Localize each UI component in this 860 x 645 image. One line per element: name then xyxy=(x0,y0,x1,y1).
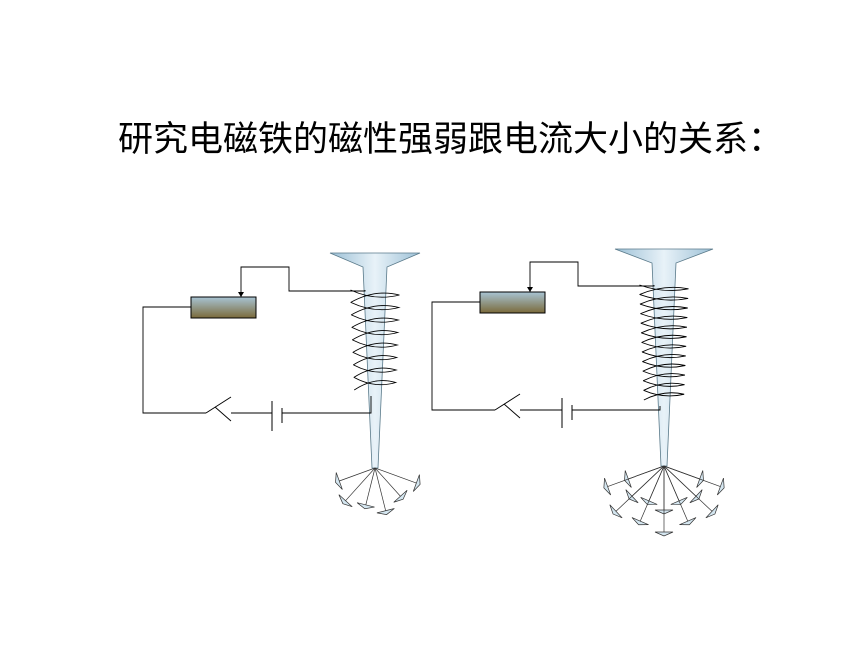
pin-shaft xyxy=(639,465,665,522)
coil-turn xyxy=(642,370,686,382)
slider-wire xyxy=(240,266,366,297)
switch-lever xyxy=(214,406,232,422)
pin-head xyxy=(356,502,375,510)
pin-shaft xyxy=(663,465,713,512)
rheostat xyxy=(479,291,546,314)
pin xyxy=(640,465,665,505)
switch-lever xyxy=(503,403,521,419)
pin xyxy=(663,465,725,496)
coil-turn xyxy=(350,302,401,316)
pin-shaft xyxy=(615,465,665,512)
pin-shaft xyxy=(365,467,376,505)
pin xyxy=(663,465,688,505)
pin xyxy=(356,467,376,510)
slider-arrow xyxy=(527,287,533,292)
coil-turn xyxy=(352,339,400,353)
pin-shaft xyxy=(374,467,401,497)
coil-turn xyxy=(353,364,398,378)
pin-head xyxy=(393,489,408,503)
pin-head xyxy=(609,504,623,519)
pin-shaft xyxy=(374,467,386,511)
pin-head xyxy=(335,472,343,490)
switch-blade xyxy=(494,393,521,411)
pin xyxy=(374,467,421,492)
coil-turn xyxy=(640,303,688,315)
pin-shaft xyxy=(607,465,665,487)
page-title: 研究电磁铁的磁性强弱跟电流大小的关系： xyxy=(118,120,784,160)
pin-head xyxy=(412,474,421,492)
pin-head xyxy=(654,531,674,537)
coil-turn xyxy=(641,332,687,343)
coil-turn xyxy=(640,313,688,324)
pin xyxy=(631,465,665,526)
coil-turn xyxy=(642,351,686,363)
pin xyxy=(335,467,376,490)
coil-turn xyxy=(643,380,685,391)
switch-blade xyxy=(205,396,232,414)
left-wire xyxy=(431,301,495,411)
pin xyxy=(609,465,665,519)
pin xyxy=(374,467,408,503)
rheostat xyxy=(190,296,257,319)
coil-turn xyxy=(353,377,398,391)
pin-shaft xyxy=(345,467,376,501)
coil-turn xyxy=(642,361,686,372)
pin-head xyxy=(603,477,612,496)
circuit-right xyxy=(431,248,725,537)
pin-head xyxy=(338,494,353,508)
coil-turn xyxy=(640,322,688,334)
coil-turn xyxy=(639,284,689,295)
coil-turn xyxy=(351,314,401,328)
circuit-left xyxy=(142,252,421,515)
pin xyxy=(603,465,665,496)
pin xyxy=(338,467,376,508)
pin xyxy=(663,465,697,526)
slider-wire xyxy=(529,261,655,292)
pin-head xyxy=(376,508,395,515)
pin-head xyxy=(679,517,697,526)
slider-arrow xyxy=(238,292,244,297)
pin-shaft xyxy=(374,467,417,484)
pin-head xyxy=(631,517,649,526)
pin-head xyxy=(716,477,725,496)
coil-turn xyxy=(352,352,399,366)
coil-turn xyxy=(641,342,687,353)
left-wire xyxy=(142,306,206,414)
pin-shaft xyxy=(663,465,689,522)
coil-turn xyxy=(643,390,685,401)
pin-shaft xyxy=(339,467,376,482)
pin xyxy=(663,465,719,519)
wire-battery-coil xyxy=(572,406,661,411)
pin-head xyxy=(705,504,719,519)
iron-core xyxy=(329,252,421,469)
pin-shaft xyxy=(663,465,721,487)
wire-battery-coil xyxy=(282,396,372,414)
coil-turn xyxy=(350,289,400,303)
coil-turn xyxy=(351,327,400,341)
coil-turn xyxy=(639,294,689,305)
pin xyxy=(654,466,674,537)
pin xyxy=(374,467,395,515)
